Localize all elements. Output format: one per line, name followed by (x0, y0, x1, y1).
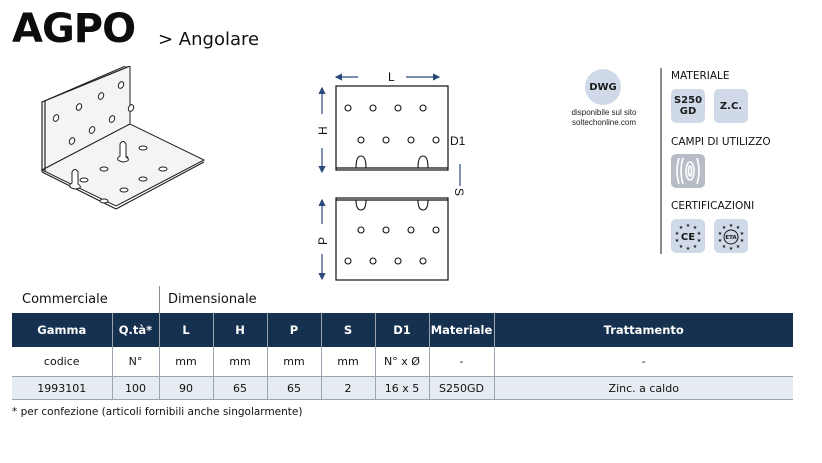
header-gamma: Gamma (12, 313, 112, 347)
label-d1: D1 (450, 134, 466, 148)
header-s: S (320, 313, 375, 347)
eta-certification-icon: ★★★★★ ★★★★★ ETA (714, 219, 748, 253)
unit-cell: N° (111, 347, 159, 377)
cell-codice: 1993101 (12, 376, 112, 400)
table-units-row: codice N° mm mm mm mm N° x Ø - - (12, 347, 793, 377)
svg-text:★: ★ (718, 238, 723, 244)
cell-trattamento: Zinc. a caldo (493, 376, 793, 400)
cell-qta: 100 (111, 376, 159, 400)
dwg-availability-text: disponibile sul sito soltechonline.com (556, 108, 652, 128)
dwg-download-badge[interactable]: DWG (585, 69, 621, 105)
svg-text:★: ★ (675, 238, 680, 244)
label-h: H (316, 126, 330, 135)
cell-materiale: S250GD (428, 376, 494, 400)
group-commerciale: Commerciale (22, 292, 108, 307)
top-view-plate (335, 85, 449, 171)
header-qta: Q.tà* (111, 313, 159, 347)
bottom-view-plate (335, 197, 449, 281)
ce-mark: CE (681, 232, 695, 243)
header-materiale: Materiale (428, 313, 494, 347)
cell-p: 65 (266, 376, 321, 400)
header-h: H (212, 313, 267, 347)
product-category: > Angolare (158, 29, 260, 50)
eta-mark: ETA (725, 235, 737, 241)
unit-cell: mm (266, 347, 321, 377)
technical-drawing: L H D1 S P (316, 70, 466, 281)
certificazioni-label: CERTIFICAZIONI (671, 200, 755, 212)
bracket-isometric-image (40, 66, 206, 210)
header-trattamento: Trattamento (493, 313, 793, 347)
unit-cell: mm (212, 347, 267, 377)
svg-text:★: ★ (679, 244, 684, 250)
unit-cell: mm (320, 347, 375, 377)
wood-icon (671, 154, 705, 188)
cell-h: 65 (212, 376, 267, 400)
header-d1: D1 (374, 313, 429, 347)
svg-text:★: ★ (736, 225, 741, 231)
svg-text:★: ★ (686, 223, 691, 229)
svg-text:★: ★ (693, 225, 698, 231)
ce-certification-icon: ★★★★★ ★★★★★ CE (671, 219, 705, 253)
header-l: L (158, 313, 213, 347)
group-divider (159, 286, 160, 313)
group-dimensionale: Dimensionale (168, 292, 257, 307)
svg-text:★: ★ (697, 238, 702, 244)
unit-cell: - (493, 347, 793, 377)
svg-text:★: ★ (693, 244, 698, 250)
svg-text:★: ★ (697, 231, 702, 237)
svg-text:★: ★ (736, 244, 741, 250)
svg-text:★: ★ (740, 238, 745, 244)
cell-s: 2 (320, 376, 375, 400)
cell-l: 90 (158, 376, 213, 400)
label-s: S (452, 188, 466, 196)
svg-text:★: ★ (686, 246, 691, 251)
sidebar-divider (660, 68, 662, 254)
bracket-base-flange (40, 123, 206, 207)
campi-di-utilizzo-label: CAMPI DI UTILIZZO (671, 136, 771, 148)
table-header-row: Gamma Q.tà* L H P S D1 Materiale Trattam… (12, 313, 793, 347)
unit-cell: codice (12, 347, 112, 377)
svg-text:★: ★ (722, 244, 727, 250)
unit-cell: N° x Ø (374, 347, 429, 377)
svg-text:★: ★ (679, 225, 684, 231)
unit-cell: mm (158, 347, 213, 377)
label-l: L (388, 70, 395, 84)
table-row: 1993101 100 90 65 65 2 16 x 5 S250GD Zin… (12, 376, 793, 400)
unit-cell: - (428, 347, 494, 377)
svg-text:★: ★ (722, 225, 727, 231)
label-p: P (316, 237, 330, 245)
svg-text:★: ★ (729, 223, 734, 229)
svg-text:★: ★ (740, 231, 745, 237)
header-p: P (266, 313, 321, 347)
svg-text:★: ★ (718, 231, 723, 237)
svg-text:★: ★ (729, 246, 734, 251)
cell-d1: 16 x 5 (374, 376, 429, 400)
svg-text:★: ★ (675, 231, 680, 237)
product-title: AGPO (12, 6, 136, 52)
specification-table: Gamma Q.tà* L H P S D1 Materiale Trattam… (12, 313, 793, 400)
dwg-line-1: disponibile sul sito (571, 108, 637, 117)
material-chip-zc: Z.C. (714, 89, 748, 123)
dwg-line-2: soltechonline.com (571, 118, 637, 127)
materiale-label: MATERIALE (671, 70, 730, 82)
footnote: * per confezione (articoli fornibili anc… (12, 406, 303, 418)
